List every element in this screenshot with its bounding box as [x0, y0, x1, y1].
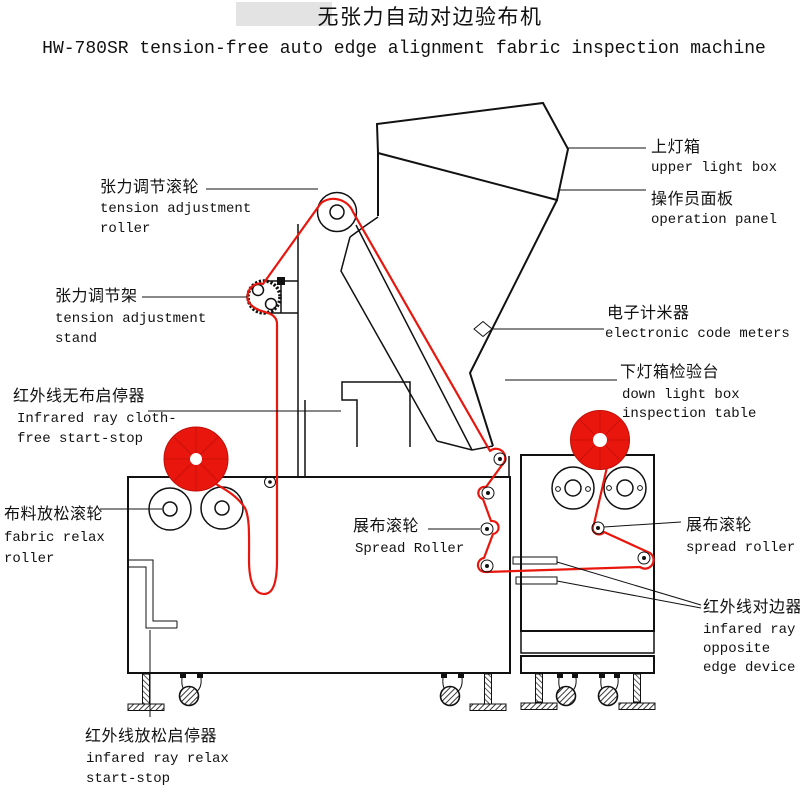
svg-text:start-stop: start-stop [86, 771, 170, 787]
svg-text:Spread Roller: Spread Roller [355, 541, 464, 557]
label-electronic-code-meters: 电子计米器 electronic code meters [605, 304, 790, 342]
caster-wheel [439, 674, 464, 707]
title-dot [334, 18, 338, 22]
svg-text:down light box: down light box [622, 387, 740, 403]
caster-wheel [597, 674, 620, 707]
svg-text:布料放松滚轮: 布料放松滚轮 [4, 505, 103, 523]
label-spread-roller-center: 展布滚轮 Spread Roller [353, 517, 464, 557]
winder-rollers [551, 466, 647, 510]
svg-text:electronic code meters: electronic code meters [605, 326, 790, 342]
svg-text:upper light box: upper light box [651, 160, 777, 176]
svg-text:inspection table: inspection table [622, 406, 756, 422]
label-tension-adjustment-roller: 张力调节滚轮 tension adjustment roller [100, 178, 251, 237]
svg-text:红外线无布启停器: 红外线无布启停器 [13, 387, 145, 405]
fabric-roll-right [570, 410, 630, 470]
svg-text:上灯箱: 上灯箱 [651, 138, 701, 156]
svg-text:fabric relax: fabric relax [4, 530, 105, 546]
svg-text:下灯箱检验台: 下灯箱检验台 [620, 363, 719, 381]
svg-text:opposite: opposite [703, 641, 770, 657]
title-watermark [236, 2, 332, 26]
screw-foot [127, 673, 165, 711]
label-fabric-relax-roller: 布料放松滚轮 fabric relax roller [4, 505, 105, 567]
svg-text:spread roller: spread roller [686, 540, 795, 556]
caster-wheel [555, 674, 578, 707]
inspection-board-arm [340, 216, 473, 451]
svg-text:展布滚轮: 展布滚轮 [353, 517, 419, 535]
label-operation-panel: 操作员面板 operation panel [651, 190, 777, 228]
caster-wheels [178, 674, 620, 707]
svg-text:infared ray: infared ray [703, 622, 795, 638]
label-tension-adjustment-stand: 张力调节架 tension adjustment stand [55, 287, 206, 347]
svg-text:roller: roller [4, 551, 54, 567]
page-title-en: HW-780SR tension-free auto edge alignmen… [42, 39, 766, 59]
label-upper-light-box: 上灯箱 upper light box [651, 138, 777, 176]
leader-lines [100, 147, 702, 717]
infrared-opposite-edge-sensor-bars [512, 556, 558, 585]
svg-text:roller: roller [100, 221, 150, 237]
svg-text:操作员面板: 操作员面板 [651, 190, 734, 208]
svg-text:张力调节架: 张力调节架 [55, 287, 138, 305]
svg-text:张力调节滚轮: 张力调节滚轮 [100, 178, 199, 196]
screw-foot [520, 673, 558, 710]
svg-text:tension adjustment: tension adjustment [55, 311, 206, 327]
screw-foot [469, 673, 507, 711]
fabric-relax-rollers [148, 486, 244, 531]
svg-text:operation panel: operation panel [651, 212, 777, 228]
label-infrared-opposite-edge-device: 红外线对边器 infared ray opposite edge device [703, 598, 800, 676]
fabric-roll-left [163, 426, 229, 492]
electronic-code-meter-sensor [473, 320, 493, 338]
label-infrared-cloth-free-start-stop: 红外线无布启停器 Infrared ray cloth- free start-… [13, 387, 177, 447]
screw-foot [618, 673, 656, 710]
svg-text:stand: stand [55, 331, 97, 347]
svg-text:Infrared ray cloth-: Infrared ray cloth- [17, 411, 177, 427]
tension-adjustment-roller [316, 191, 358, 233]
caster-wheel [178, 674, 203, 707]
fabric-path [209, 197, 655, 596]
label-spread-roller-right: 展布滚轮 spread roller [686, 516, 795, 556]
label-infrared-relax-start-stop: 红外线放松启停器 infared ray relax start-stop [85, 727, 229, 787]
svg-text:infared ray relax: infared ray relax [86, 751, 229, 767]
upper-light-box [375, 101, 570, 451]
svg-text:电子计米器: 电子计米器 [607, 304, 690, 322]
svg-text:free start-stop: free start-stop [17, 431, 143, 447]
svg-text:红外线对边器: 红外线对边器 [703, 598, 800, 616]
spread-guide-rollers [264, 452, 651, 573]
svg-text:展布滚轮: 展布滚轮 [686, 516, 752, 534]
svg-text:edge device: edge device [703, 660, 795, 676]
svg-text:tension adjustment: tension adjustment [100, 201, 251, 217]
label-down-light-box-inspection-table: 下灯箱检验台 down light box inspection table [620, 363, 756, 422]
svg-text:红外线放松启停器: 红外线放松启停器 [85, 727, 217, 745]
page-title-zh: 无张力自动对边验布机 [318, 6, 543, 29]
